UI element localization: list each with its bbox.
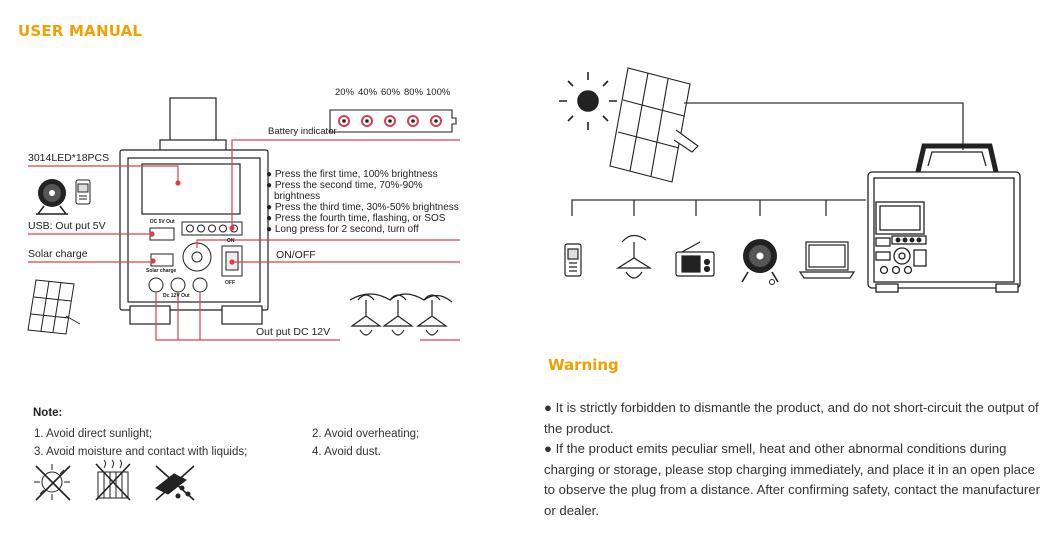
bulb-icon	[615, 234, 653, 279]
note-item: 3. Avoid moisture and contact with liqui…	[34, 446, 248, 458]
solar-panel-icon	[609, 67, 699, 183]
note-item: 4. Avoid dust.	[312, 446, 381, 458]
radio-icon	[675, 241, 715, 277]
phone-icon	[75, 179, 91, 205]
power-station-icon	[867, 143, 1021, 293]
note-title: Note:	[33, 407, 63, 419]
brightness-note: ● Press the first time, 100% brightness	[266, 169, 438, 180]
battery-level-label: 40%	[358, 87, 378, 98]
brightness-note: ● Press the fourth time, flashing, or SO…	[266, 213, 446, 224]
callout-lines	[28, 139, 460, 341]
note-item: 1. Avoid direct sunlight;	[34, 428, 153, 440]
solar-panel-icon	[27, 279, 81, 335]
panel-dc12v-text: Dc 12V Out	[163, 293, 190, 299]
onoff-label: ON/OFF	[276, 249, 316, 261]
no-water-icon	[155, 465, 195, 501]
phone-icon	[564, 243, 582, 277]
warning-item: ● It is strictly forbidden to dismantle …	[544, 400, 1039, 436]
battery-level-label: 80%	[404, 87, 424, 98]
battery-level-label: 20%	[335, 87, 355, 98]
brightness-note: brightness	[274, 191, 321, 202]
battery-level-label: 100%	[426, 87, 451, 98]
panel-solar-text: Solar charge	[146, 268, 177, 274]
device-indicator-strip	[181, 221, 243, 236]
device-knob	[182, 242, 212, 272]
panel-on-text: ON	[227, 238, 235, 244]
led-label: 3014LED*18PCS	[28, 152, 110, 164]
brightness-note: ● Long press for 2 second, turn off	[266, 224, 419, 235]
bulb-icons	[349, 293, 453, 336]
device-body	[119, 149, 269, 325]
no-sun-icon	[34, 464, 71, 501]
no-heat-icon	[95, 459, 131, 501]
connection-lines	[571, 102, 964, 216]
fan-icon	[741, 239, 779, 285]
panel-off-text: OFF	[225, 280, 235, 286]
sun-icon	[559, 72, 617, 130]
brightness-note: ● Press the third time, 30%-50% brightne…	[266, 202, 459, 213]
laptop-icon	[798, 241, 856, 279]
fan-icon	[36, 179, 68, 215]
brightness-note: ● Press the second time, 70%-90%	[266, 180, 423, 191]
warning-title: Warning	[548, 356, 619, 374]
brightness-notes: ● Press the first time, 100% brightness …	[266, 169, 466, 235]
warning-item: ● If the product emits peculiar smell, h…	[544, 441, 1041, 518]
note-item: 2. Avoid overheating;	[312, 428, 420, 440]
battery-level-label: 60%	[381, 87, 401, 98]
warning-text: ● It is strictly forbidden to dismantle …	[544, 398, 1044, 521]
page-title: USER MANUAL	[18, 22, 143, 40]
dc-output-label: Out put DC 12V	[256, 326, 331, 338]
panel-dc5v-text: DC 5V Out	[150, 219, 175, 225]
usb-label: USB: Out put 5V	[28, 220, 106, 232]
battery-indicator-label: Battery indicator	[268, 126, 337, 137]
battery-indicator-graphic	[329, 109, 457, 133]
dc-outputs	[148, 277, 208, 293]
solar-charge-label: Solar charge	[28, 248, 88, 260]
